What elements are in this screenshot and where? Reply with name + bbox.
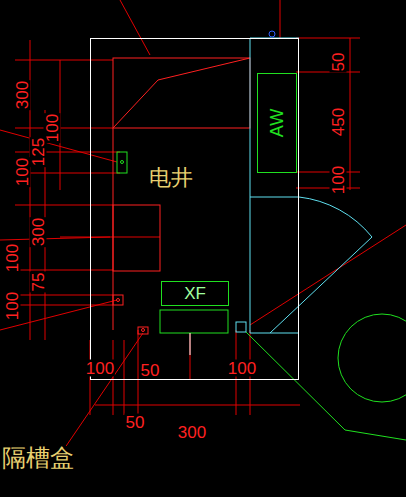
dimension-lines [0,0,406,455]
equipment-outline [113,58,250,334]
dimension-text: 100 [227,360,257,377]
dimension-text: 50 [125,414,146,431]
dimension-text: 100 [330,165,347,195]
node-label: XF [184,285,206,302]
mark-symbol [269,31,275,37]
note-text: 隔槽盒 [1,446,75,470]
node-label: 电井 [149,167,193,189]
xf-box: XF [161,281,229,306]
green-parts [117,152,406,440]
dimension-text: 300 [177,424,207,441]
dimension-text: 450 [330,107,347,137]
dimension-text: 300 [14,80,31,110]
dimension-text: 100 [85,360,115,377]
dimension-text: 50 [140,362,161,379]
door-lines [236,38,372,333]
node-label: AW [268,109,286,137]
dimension-text: 75 [30,272,47,293]
dimension-text: 125 [30,137,47,167]
shaft-room: 电井 AW XF [90,38,299,380]
dimension-text: 100 [4,243,21,273]
dimension-text: 100 [14,157,31,187]
dimension-text: 300 [30,217,47,247]
center-line [190,333,191,355]
aw-panel: AW [257,73,297,173]
dimension-text: 100 [4,291,21,321]
dimension-text: 50 [330,52,347,73]
